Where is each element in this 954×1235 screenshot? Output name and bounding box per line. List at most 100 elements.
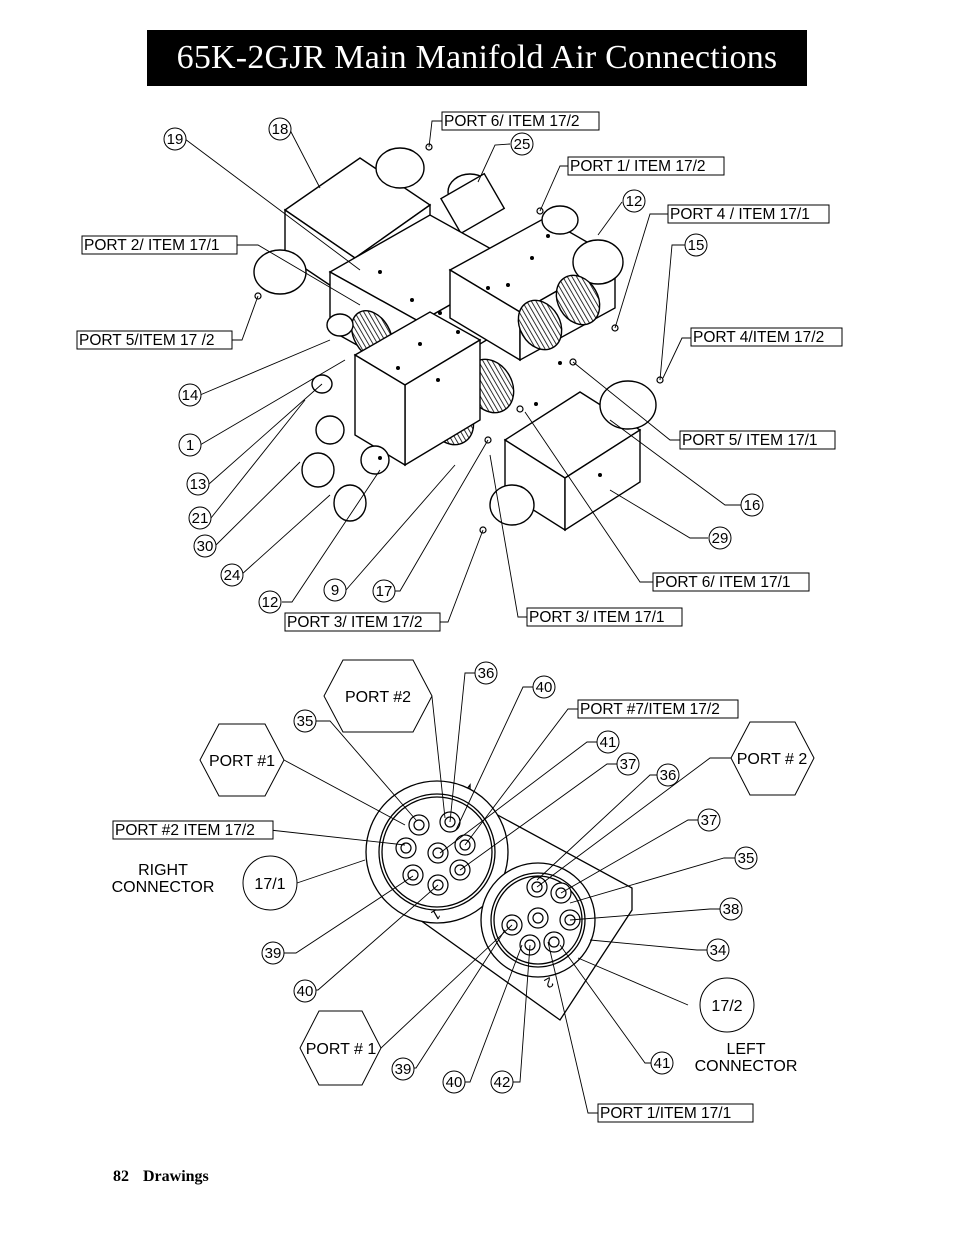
connector-circles: 17/1 17/2	[242, 855, 755, 1033]
page-title: 65K-2GJR Main Manifold Air Connections	[176, 39, 778, 76]
callout: 13	[186, 472, 210, 496]
top-callouts: 19 18 25 12 15 14 1 13 21 30 24 12 9 17 …	[163, 117, 764, 614]
callout: 41	[596, 730, 620, 754]
svg-text:37: 37	[620, 756, 637, 773]
callout: 1	[178, 433, 202, 457]
svg-text:40: 40	[297, 983, 314, 1000]
bottom-callouts: 36 40 35 41 37 36 37 35 38 34 39 40 41 3…	[261, 661, 758, 1094]
hex-port-2-right: PORT # 2	[730, 721, 815, 796]
svg-text:29: 29	[712, 530, 729, 547]
svg-text:17: 17	[376, 583, 393, 600]
svg-text:1: 1	[186, 437, 194, 454]
left-connector-line2: CONNECTOR	[695, 1058, 798, 1075]
label-port3-item17-1: PORT 3/ ITEM 17/1	[529, 609, 665, 626]
callout: 39	[391, 1057, 415, 1081]
callout: 36	[474, 661, 498, 685]
svg-text:PORT #1: PORT #1	[209, 753, 275, 770]
callout: 38	[719, 897, 743, 921]
label-port5-item17-1: PORT 5/ ITEM 17/1	[682, 432, 818, 449]
label-port2-item17-2-b: PORT #2 ITEM 17/2	[115, 822, 255, 839]
callout: 12	[258, 590, 282, 614]
svg-text:34: 34	[710, 942, 727, 959]
svg-text:17/2: 17/2	[711, 998, 742, 1015]
label-port1-item17-1-b: PORT 1/ITEM 17/1	[600, 1105, 731, 1122]
leader-lines-bottom	[269, 672, 735, 1114]
callout: 15	[684, 233, 708, 257]
label-port6-item17-2: PORT 6/ ITEM 17/2	[444, 113, 580, 130]
top-boxed-labels: PORT 6/ ITEM 17/2 PORT 1/ ITEM 17/2 PORT…	[76, 111, 843, 632]
callout: 40	[293, 979, 317, 1003]
svg-text:21: 21	[192, 510, 209, 527]
svg-text:18: 18	[272, 121, 289, 138]
label-port2-item17-1: PORT 2/ ITEM 17/1	[84, 237, 220, 254]
callout: 39	[261, 941, 285, 965]
connector-plate	[365, 780, 633, 1021]
callout: 40	[442, 1070, 466, 1094]
right-connector-line1: RIGHT	[138, 862, 188, 879]
callout: 16	[740, 493, 764, 517]
callout: 12	[622, 189, 646, 213]
svg-text:41: 41	[654, 1055, 671, 1072]
label-port4-item17-1: PORT 4 / ITEM 17/1	[670, 206, 810, 223]
callout: 18	[268, 117, 292, 141]
bottom-boxed-labels: PORT #7/ITEM 17/2 PORT #2 ITEM 17/2 PORT…	[112, 699, 754, 1123]
callout: 21	[188, 506, 212, 530]
hex-port-2-top: PORT #2	[323, 659, 433, 733]
svg-text:9: 9	[331, 582, 339, 599]
callout: 14	[178, 383, 202, 407]
callout: 35	[734, 846, 758, 870]
callout: 24	[220, 563, 244, 587]
svg-text:14: 14	[182, 387, 199, 404]
svg-text:35: 35	[738, 850, 755, 867]
manifold-assembly	[253, 143, 664, 534]
label-port7-item17-2: PORT #7/ITEM 17/2	[580, 701, 720, 718]
svg-text:36: 36	[660, 767, 677, 784]
svg-text:17/1: 17/1	[254, 876, 285, 893]
circle-17-2: 17/2	[699, 977, 755, 1033]
callout: 30	[193, 534, 217, 558]
svg-text:40: 40	[446, 1074, 463, 1091]
svg-text:35: 35	[297, 713, 314, 730]
callout: 40	[532, 675, 556, 699]
svg-text:12: 12	[626, 193, 643, 210]
page-number: 82	[113, 1168, 129, 1185]
callout: 9	[323, 578, 347, 602]
svg-text:38: 38	[723, 901, 740, 918]
svg-text:25: 25	[514, 136, 531, 153]
svg-text:40: 40	[536, 679, 553, 696]
svg-text:37: 37	[701, 812, 718, 829]
svg-text:41: 41	[600, 734, 617, 751]
right-connector-line2: CONNECTOR	[112, 879, 215, 896]
svg-text:13: 13	[190, 476, 207, 493]
callout: 37	[697, 808, 721, 832]
circle-17-1: 17/1	[242, 855, 298, 911]
svg-text:19: 19	[167, 131, 184, 148]
title-bar: 65K-2GJR Main Manifold Air Connections	[147, 30, 807, 86]
callout: 17	[372, 579, 396, 603]
svg-text:PORT #2: PORT #2	[345, 689, 411, 706]
left-connector-line1: LEFT	[726, 1041, 765, 1058]
svg-text:36: 36	[478, 665, 495, 682]
callout: 25	[510, 132, 534, 156]
label-port1-item17-2: PORT 1/ ITEM 17/2	[570, 158, 706, 175]
label-port5-item17-2: PORT 5/ITEM 17 /2	[79, 332, 215, 349]
hex-labels: PORT #2 PORT #1 PORT # 2 PORT # 1	[199, 659, 815, 1086]
label-port3-item17-2: PORT 3/ ITEM 17/2	[287, 614, 423, 631]
svg-text:24: 24	[224, 567, 241, 584]
callout: 19	[163, 127, 187, 151]
hex-port-1-top: PORT #1	[199, 723, 285, 797]
callout: 42	[490, 1070, 514, 1094]
svg-text:16: 16	[744, 497, 761, 514]
label-port4-item17-2: PORT 4/ITEM 17/2	[693, 329, 824, 346]
callout: 29	[708, 526, 732, 550]
callout: 41	[650, 1051, 674, 1075]
svg-text:PORT # 1: PORT # 1	[306, 1041, 377, 1058]
svg-text:15: 15	[688, 237, 705, 254]
leader-lines-top	[184, 120, 741, 623]
svg-text:30: 30	[197, 538, 214, 555]
section-name: Drawings	[143, 1168, 209, 1185]
connector-names: RIGHT CONNECTOR LEFT CONNECTOR	[112, 862, 798, 1075]
hex-port-1-bottom: PORT # 1	[299, 1010, 382, 1086]
svg-text:12: 12	[262, 594, 279, 611]
